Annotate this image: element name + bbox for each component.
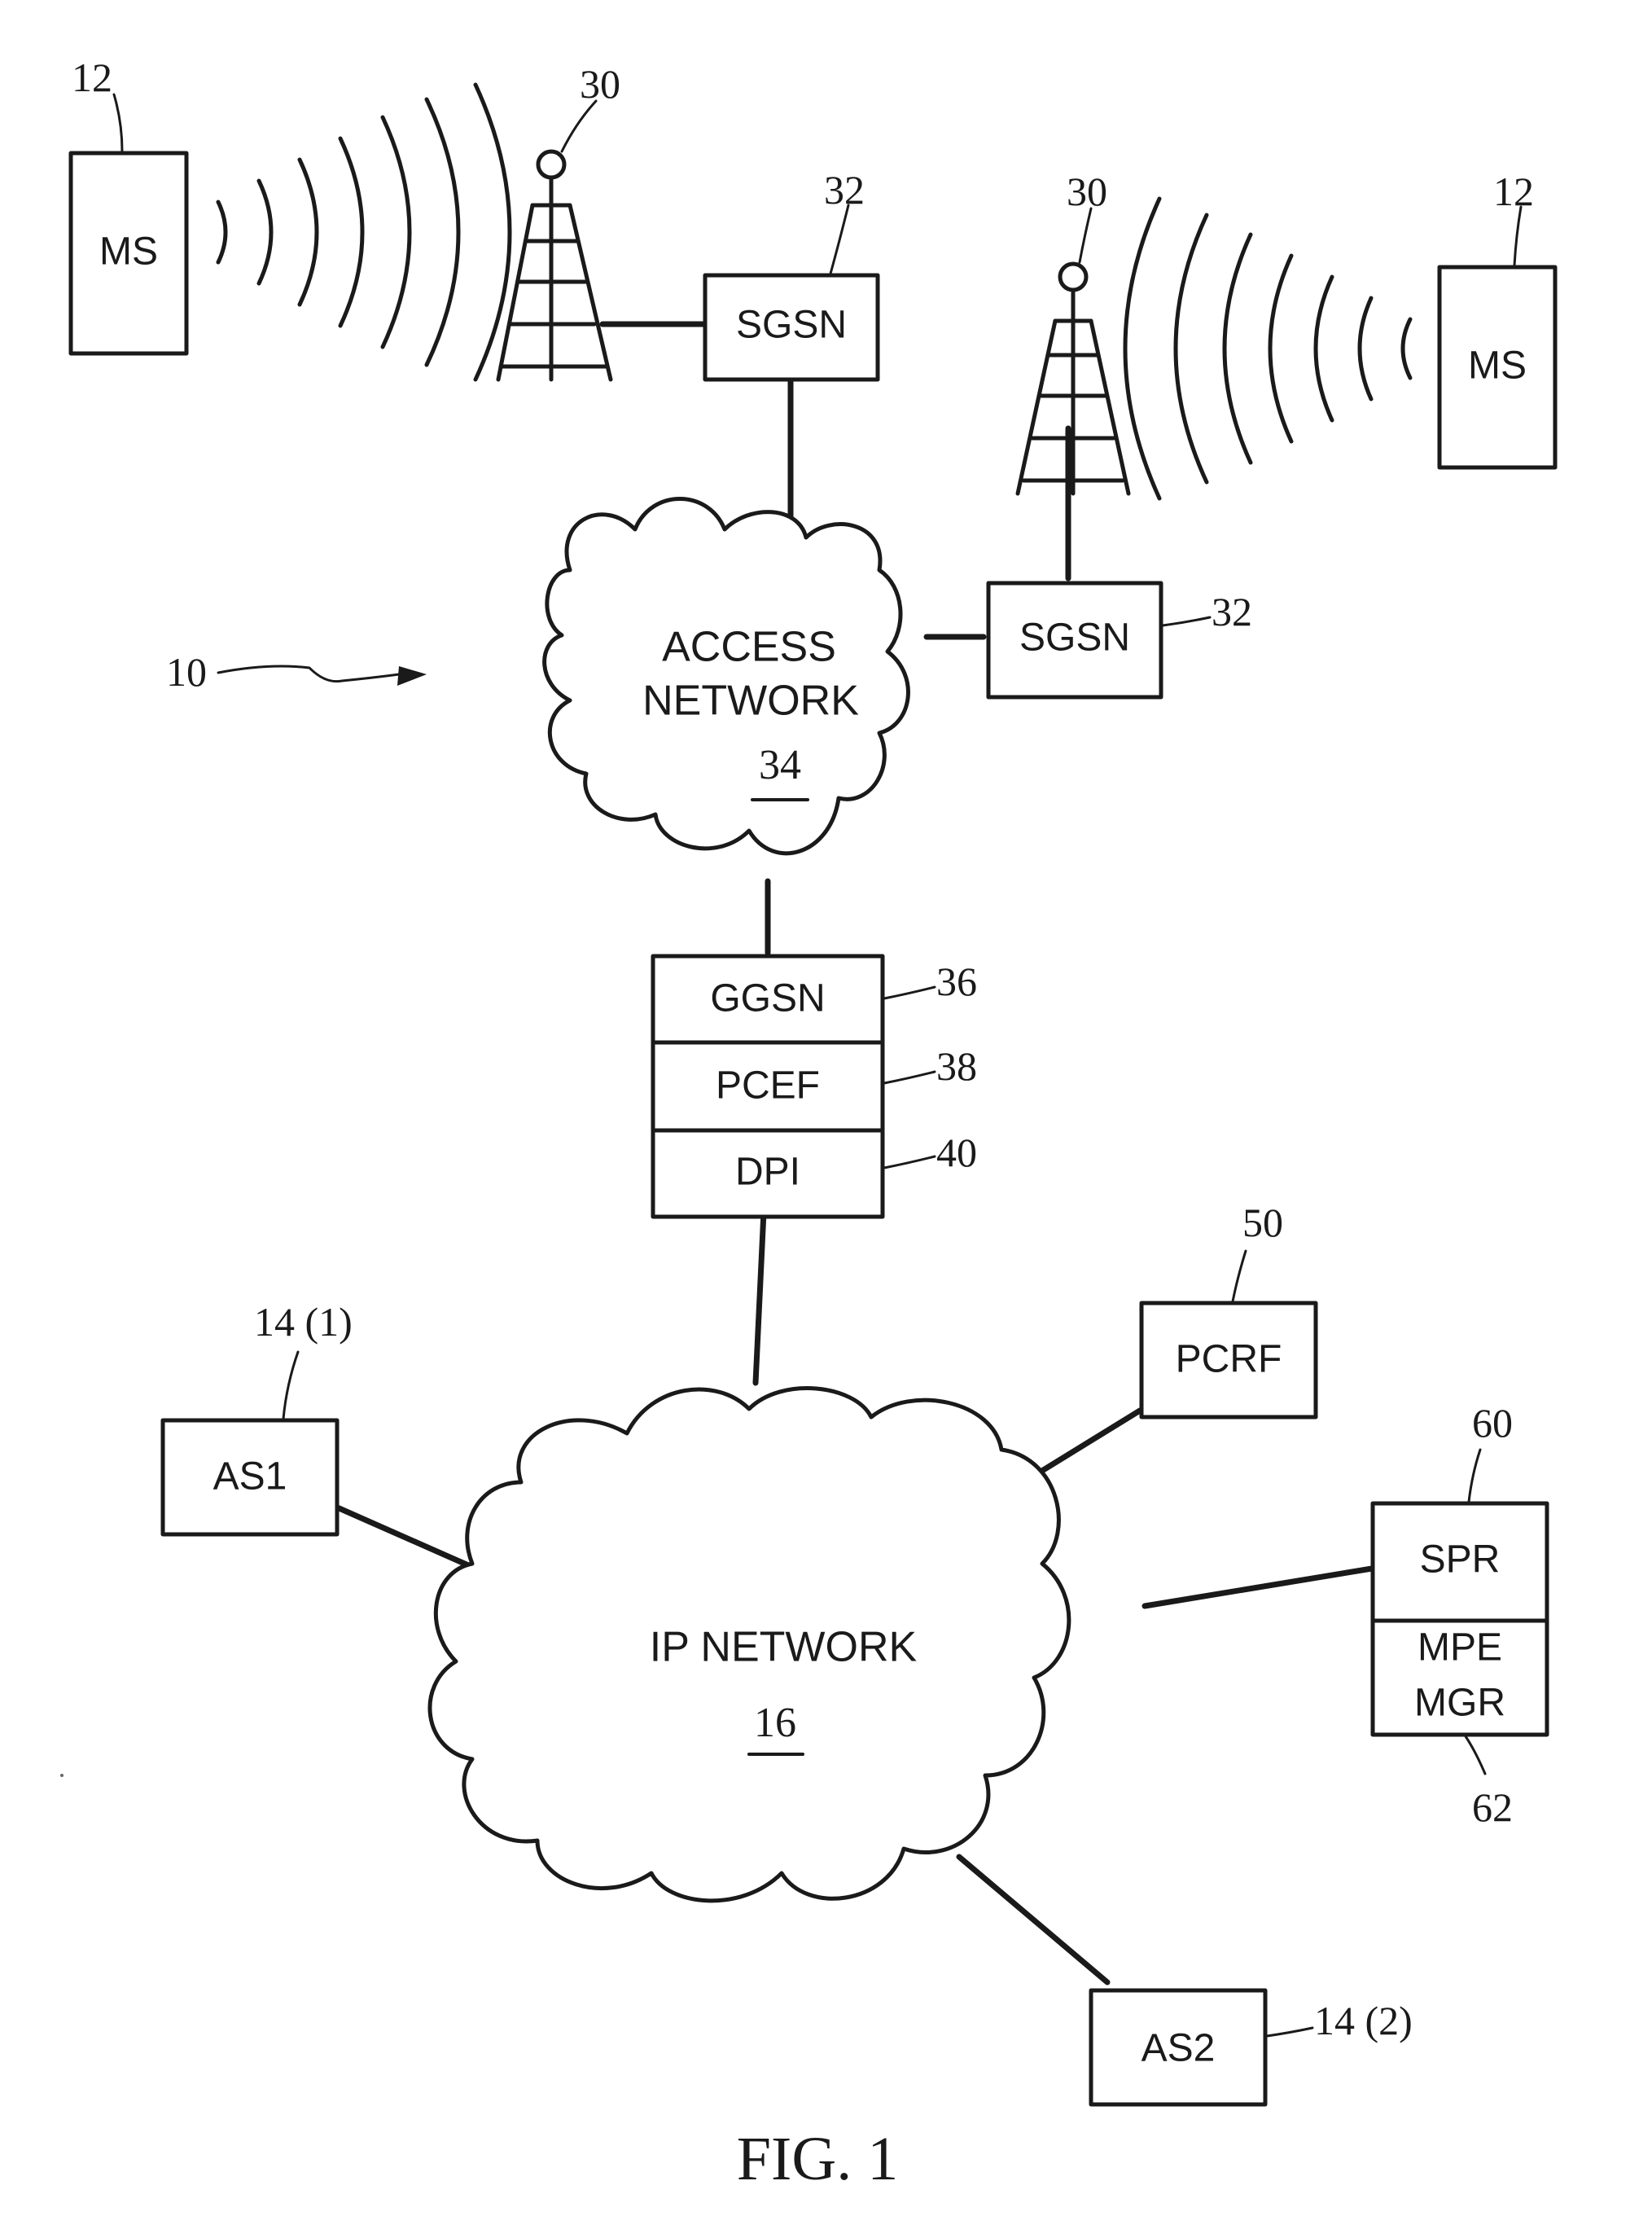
ref-dpi: 40 <box>936 1130 977 1175</box>
as1-to-ip-network-line <box>335 1507 474 1568</box>
ms-left-label: MS <box>99 230 158 274</box>
ref-mpe: 62 <box>1472 1784 1513 1830</box>
radio-waves-left <box>218 85 510 380</box>
ip-network-to-as2-line <box>959 1857 1107 1982</box>
access-network-number: 34 <box>759 742 801 788</box>
access-network-label-line1: ACCESS <box>662 624 836 671</box>
figure-caption: FIG. 1 <box>737 2125 898 2193</box>
ref-ms-right-leader <box>1514 207 1521 265</box>
ip-network-number: 16 <box>754 1700 796 1746</box>
ref-dpi-leader <box>884 1156 935 1168</box>
ref-ms-left: 12 <box>72 55 112 100</box>
ref-tower-right-leader <box>1080 208 1091 262</box>
ref-tower-left: 30 <box>580 61 620 107</box>
ref-sgsn-right: 32 <box>1212 589 1252 634</box>
ref-spr-leader <box>1469 1450 1480 1502</box>
sgsn-right-label: SGSN <box>1019 617 1130 660</box>
as2-label: AS2 <box>1142 2027 1216 2070</box>
ref-as1-leader <box>283 1352 298 1419</box>
mpe-label: MPE <box>1418 1626 1502 1670</box>
ref-as2: 14 (2) <box>1314 1998 1413 2043</box>
ref-as2-leader <box>1267 2028 1312 2036</box>
ref-system-leader <box>218 666 399 682</box>
ref-mpe-leader <box>1466 1736 1485 1774</box>
ref-pcef-leader <box>884 1072 935 1083</box>
dpi-label: DPI <box>735 1151 800 1194</box>
ref-ms-right: 12 <box>1493 169 1534 214</box>
pcef-label: PCEF <box>716 1064 820 1108</box>
ref-tower-left-leader <box>562 101 596 151</box>
ref-system: 10 <box>166 649 207 695</box>
ref-system-arrow-icon <box>397 666 427 686</box>
ref-sgsn-right-leader <box>1163 617 1210 625</box>
ms-right-label: MS <box>1468 344 1527 388</box>
pcrf-to-ip-network-line <box>1034 1411 1140 1476</box>
access-network-label-line2: NETWORK <box>642 678 859 725</box>
ggsn-label: GGSN <box>710 977 825 1020</box>
ref-pcrf: 50 <box>1242 1200 1283 1245</box>
ip-network-label: IP NETWORK <box>650 1624 918 1671</box>
ref-sgsn-top: 32 <box>824 167 865 213</box>
ref-ggsn-leader <box>884 987 935 998</box>
ref-pcrf-leader <box>1233 1251 1246 1301</box>
antenna-tower-left-icon <box>498 151 611 380</box>
access-network-cloud <box>545 499 909 853</box>
spr-label: SPR <box>1420 1538 1501 1582</box>
ref-sgsn-top-leader <box>830 205 848 274</box>
ref-ms-left-leader <box>114 94 122 151</box>
pcrf-label: PCRF <box>1176 1338 1282 1381</box>
ref-ggsn: 36 <box>936 959 977 1004</box>
ref-tower-right: 30 <box>1067 169 1107 214</box>
spr-to-ip-network-line <box>1145 1569 1372 1606</box>
stray-mark <box>60 1774 64 1777</box>
dpi-to-ip-network-line <box>756 1212 764 1383</box>
sgsn-top-label: SGSN <box>736 304 847 347</box>
antenna-tower-right-icon <box>1018 264 1128 494</box>
ref-pcef: 38 <box>936 1043 977 1089</box>
radio-waves-right <box>1125 199 1410 498</box>
ref-as1: 14 (1) <box>254 1299 353 1345</box>
ref-spr: 60 <box>1472 1400 1513 1446</box>
mgr-label: MGR <box>1414 1682 1505 1725</box>
as1-label: AS1 <box>213 1455 287 1499</box>
